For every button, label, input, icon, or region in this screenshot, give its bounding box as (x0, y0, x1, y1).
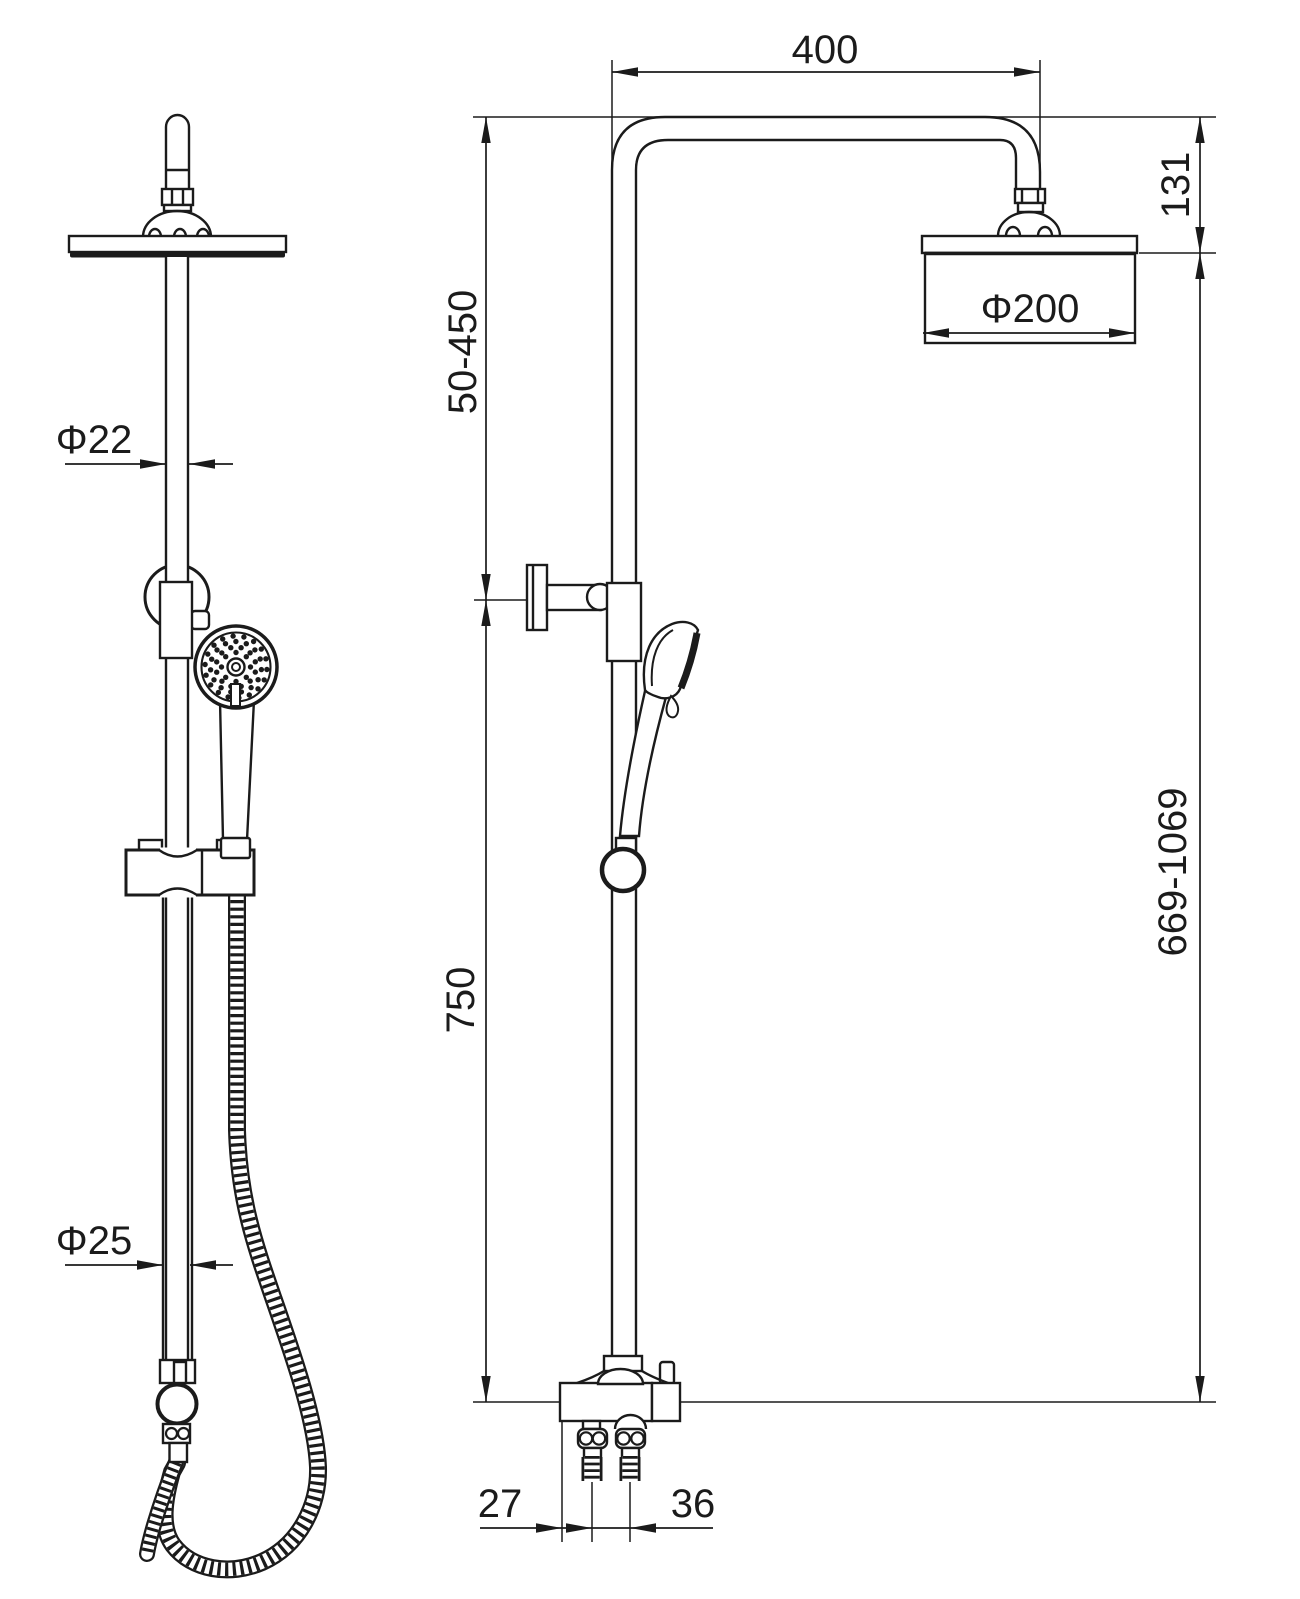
front-view (67, 113, 328, 1579)
hand-shower-front (193, 624, 279, 860)
side-slider-knob (599, 836, 647, 894)
valve-inlet-right (613, 1413, 648, 1542)
side-hand-shower-head (642, 620, 700, 700)
dim-label-phi200: Φ200 (981, 287, 1080, 331)
dim-lower-column: 750 (439, 600, 491, 1402)
side-valve-body (558, 1354, 682, 1542)
rain-shower-head-side (920, 234, 1139, 345)
hand-shower-ferrule (219, 836, 252, 860)
front-ball-joint (141, 209, 213, 238)
dim-label-400: 400 (792, 28, 859, 72)
dim-head-drop: 131 (1154, 117, 1205, 253)
front-connector-nut (160, 187, 195, 213)
dim-label-27: 27 (478, 1482, 523, 1526)
dim-label-36: 36 (671, 1482, 716, 1526)
front-pole (161, 257, 194, 1360)
dim-inlet-offsets: 27 36 (478, 1482, 716, 1533)
dim-label-phi25: Φ25 (56, 1219, 132, 1263)
valve-inlet-left (576, 1419, 609, 1542)
front-bottom-elbow (155, 1358, 199, 1464)
side-bracket-collar (605, 581, 643, 663)
front-top-tube (164, 113, 191, 189)
dim-label-669-1069: 669-1069 (1151, 787, 1195, 956)
dim-bracket-height: 50-450 (441, 117, 491, 600)
hand-shower-handle (218, 698, 256, 842)
dim-overall-height: 669-1069 (1151, 253, 1205, 1402)
elbow-ball-joint (155, 1382, 199, 1426)
side-wall-bracket (525, 563, 615, 632)
dim-label-131: 131 (1154, 152, 1198, 219)
side-riser-and-arm (610, 115, 1042, 1357)
side-hand-shower-handle (618, 689, 668, 838)
dim-upper-tube-diameter: Φ22 (56, 418, 233, 469)
dim-lower-tube-diameter: Φ25 (56, 1219, 233, 1270)
rain-shower-head-front (67, 234, 288, 258)
face-slot (230, 683, 241, 707)
dim-label-50-450: 50-450 (441, 290, 485, 415)
dim-head-diameter: Φ200 (923, 287, 1135, 338)
extension-lines (473, 60, 1216, 1542)
side-view (525, 115, 1139, 1542)
dim-label-750: 750 (439, 967, 483, 1034)
dim-label-phi22: Φ22 (56, 418, 132, 462)
front-bracket-collar (158, 580, 194, 660)
shower-hose (139, 853, 328, 1579)
side-spout-drip (665, 694, 680, 719)
side-ball-joint (996, 210, 1062, 237)
dimension-annotations: 400 131 Φ200 50-450 750 (56, 28, 1205, 1533)
dim-arm-length: 400 (612, 28, 1040, 77)
side-connector-nut (1013, 187, 1047, 214)
hand-shower-side (618, 620, 701, 838)
